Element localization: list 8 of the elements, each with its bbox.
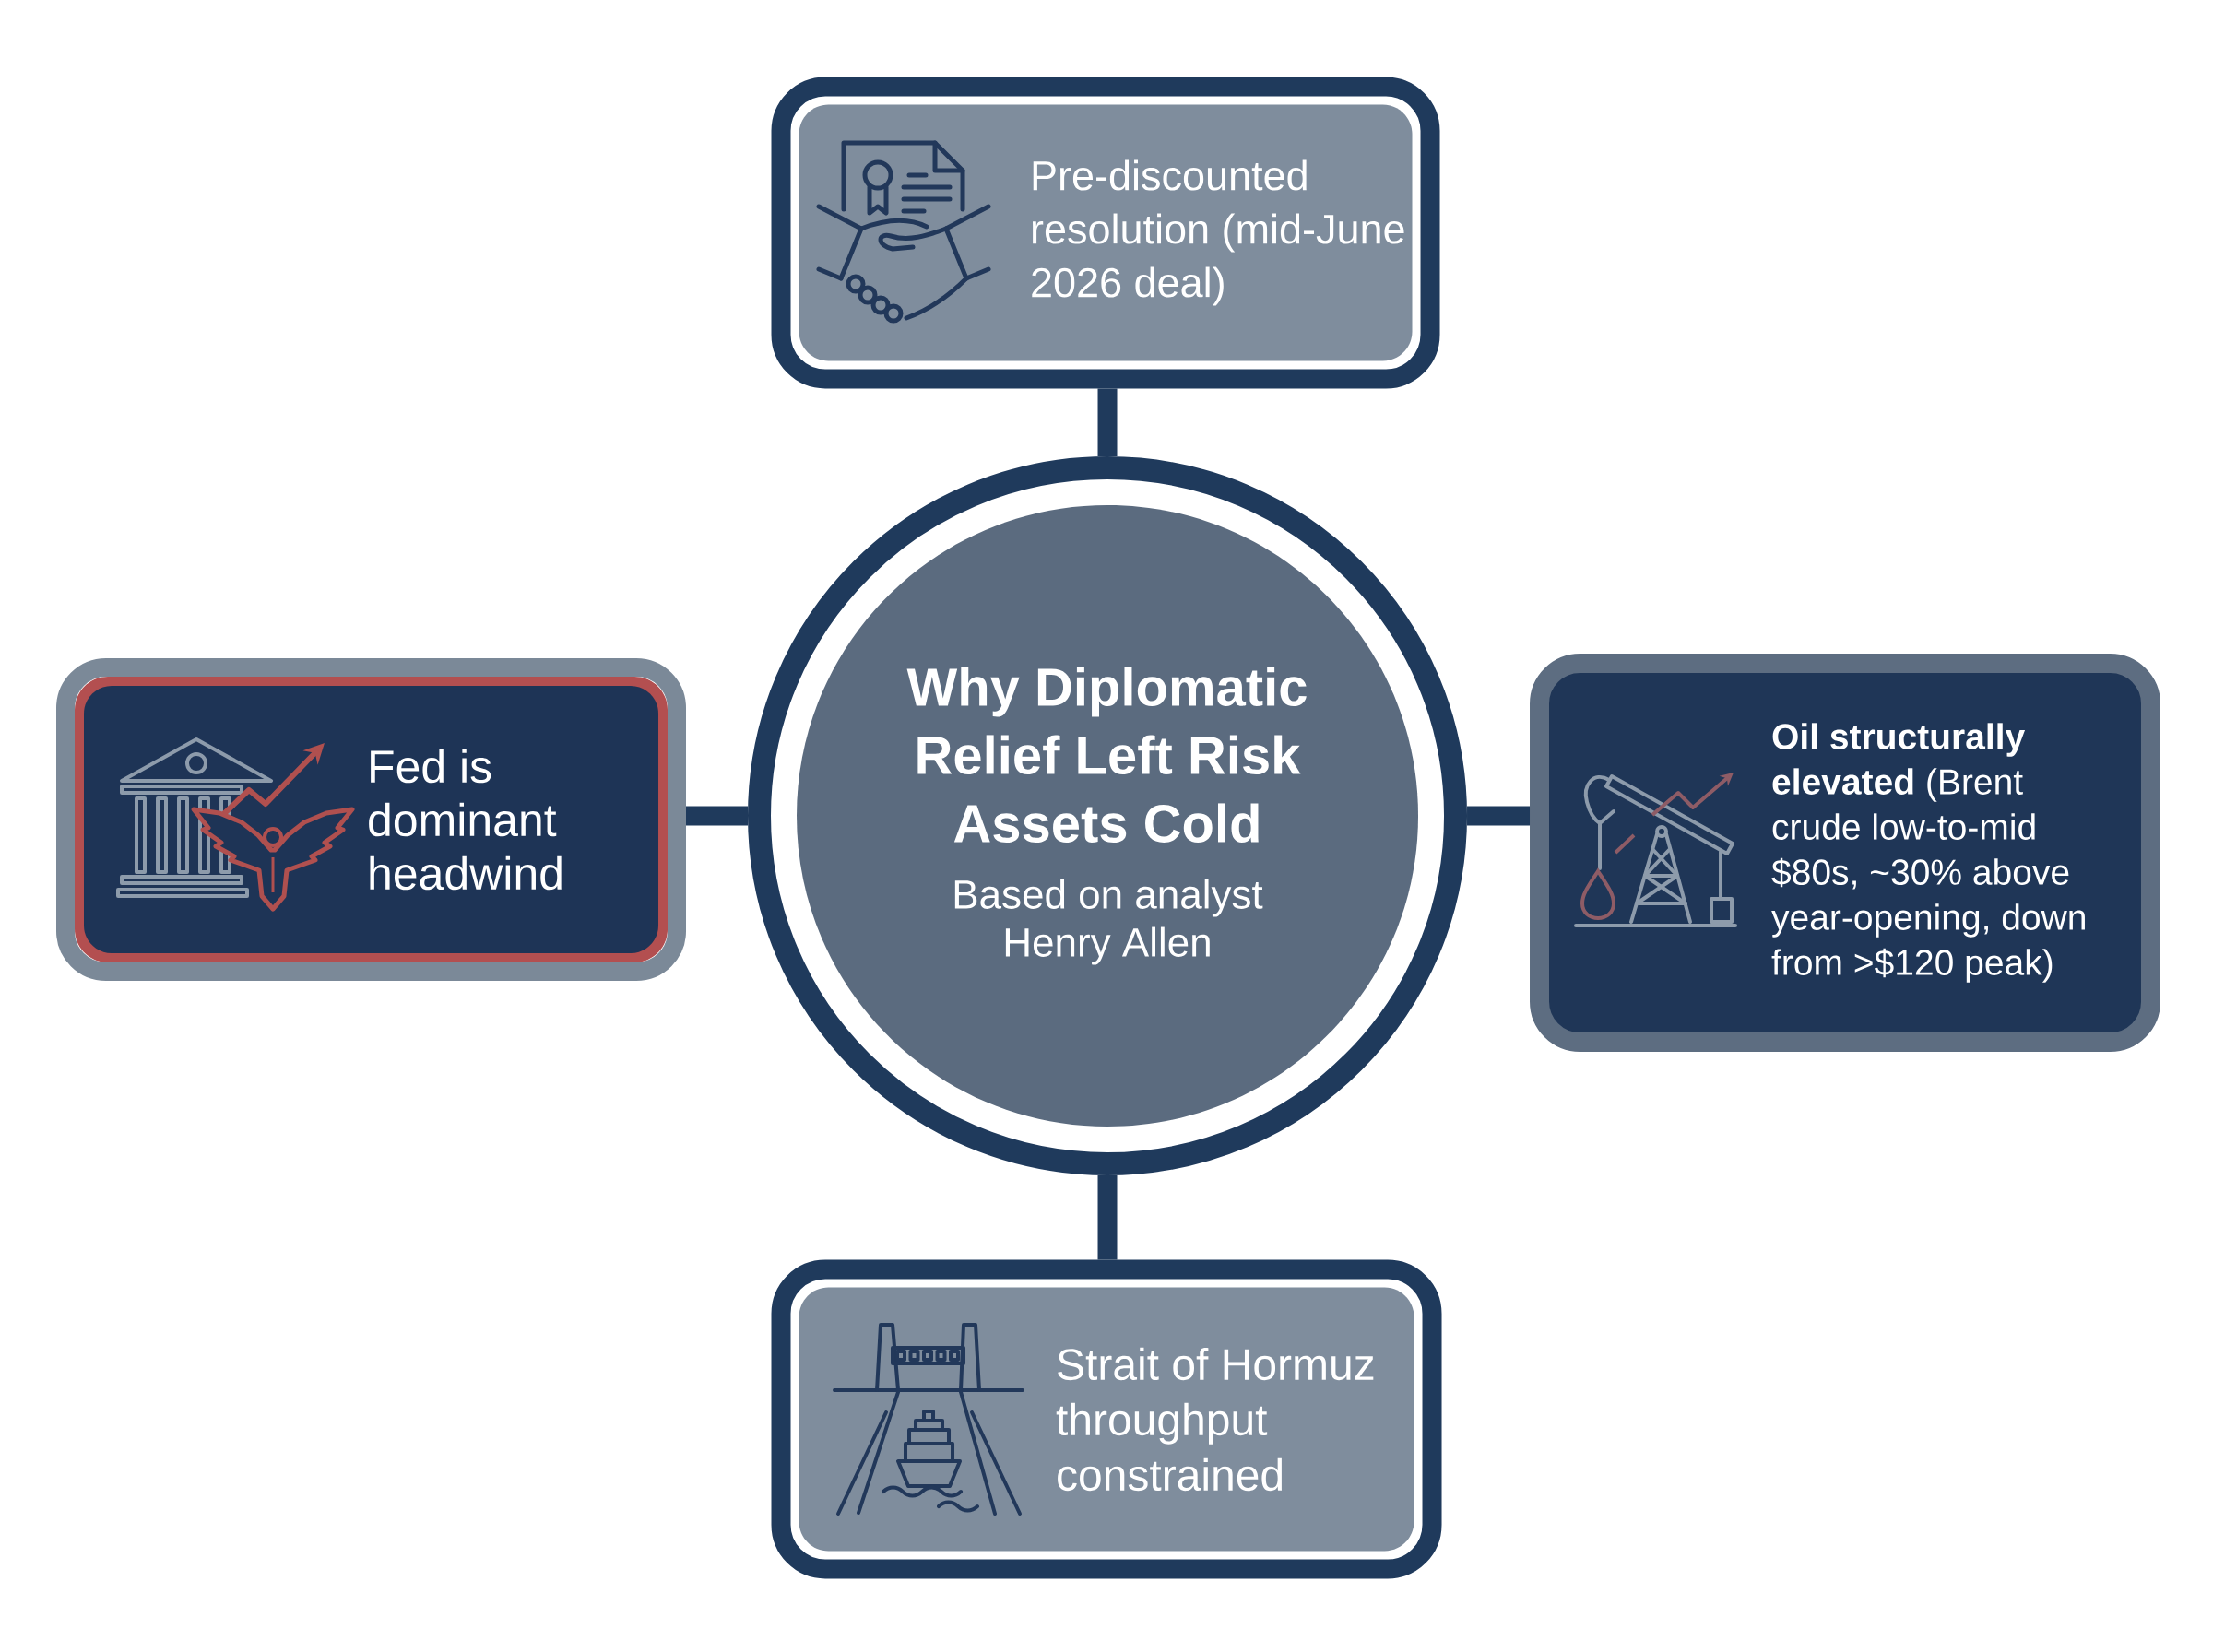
connector-line [1097, 1175, 1118, 1260]
info-box: Strait of Hormuz throughput constrained [771, 1259, 1442, 1579]
connector-line [686, 806, 748, 826]
info-box: Fed is dominant headwind [56, 658, 686, 981]
info-box: Oil structurally elevated (Brent crude low-to-mid $80s, ~30% above year-opening, down from >$120 peak) [1530, 654, 2160, 1052]
info-box: Pre-discounted resolution (mid-June 2026 deal) [771, 77, 1440, 389]
connector-line [1097, 388, 1118, 456]
connector-line [1467, 806, 1530, 826]
